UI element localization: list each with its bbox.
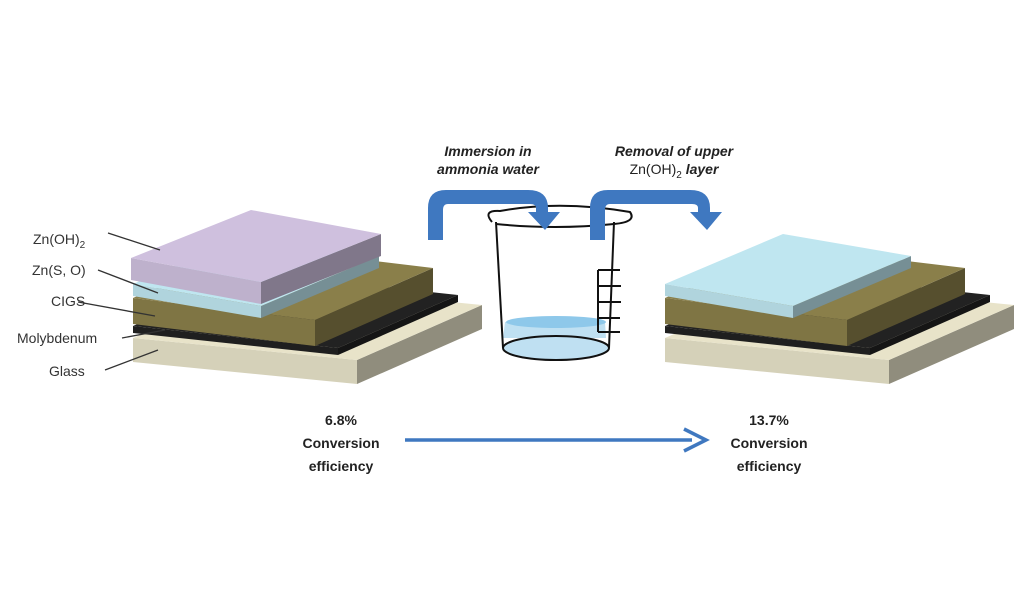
efficiency-before-label-1: Conversion	[302, 435, 379, 451]
efficiency-after-label-1: Conversion	[730, 435, 807, 451]
label-cigs: CIGS	[51, 293, 85, 309]
efficiency-before-label-2: efficiency	[309, 458, 374, 474]
cell-before-treatment	[131, 210, 482, 384]
step2-line1: Removal of upper	[615, 143, 735, 159]
label-glass: Glass	[49, 363, 85, 379]
label-zns-o: Zn(S, O)	[32, 262, 86, 278]
arrow-removal-icon	[590, 190, 722, 240]
cell-after-treatment	[665, 234, 1014, 384]
efficiency-after-value: 13.7%	[749, 412, 789, 428]
improvement-arrow-icon	[405, 427, 710, 453]
efficiency-after-label-2: efficiency	[737, 458, 802, 474]
step1-line2: ammonia water	[437, 161, 540, 177]
efficiency-before-value: 6.8%	[325, 412, 357, 428]
label-znoh2: Zn(OH)2	[33, 231, 86, 251]
zns-o-layer	[665, 234, 911, 318]
beaker-icon	[487, 204, 633, 361]
label-molybdenum: Molybdenum	[17, 330, 97, 346]
step2-line2: Zn(OH)2 layer	[630, 161, 720, 181]
znoh2-layer	[131, 210, 381, 304]
step1-line1: Immersion in	[444, 143, 531, 159]
layer-labels	[77, 232, 166, 371]
arrow-immersion-icon	[428, 190, 560, 240]
